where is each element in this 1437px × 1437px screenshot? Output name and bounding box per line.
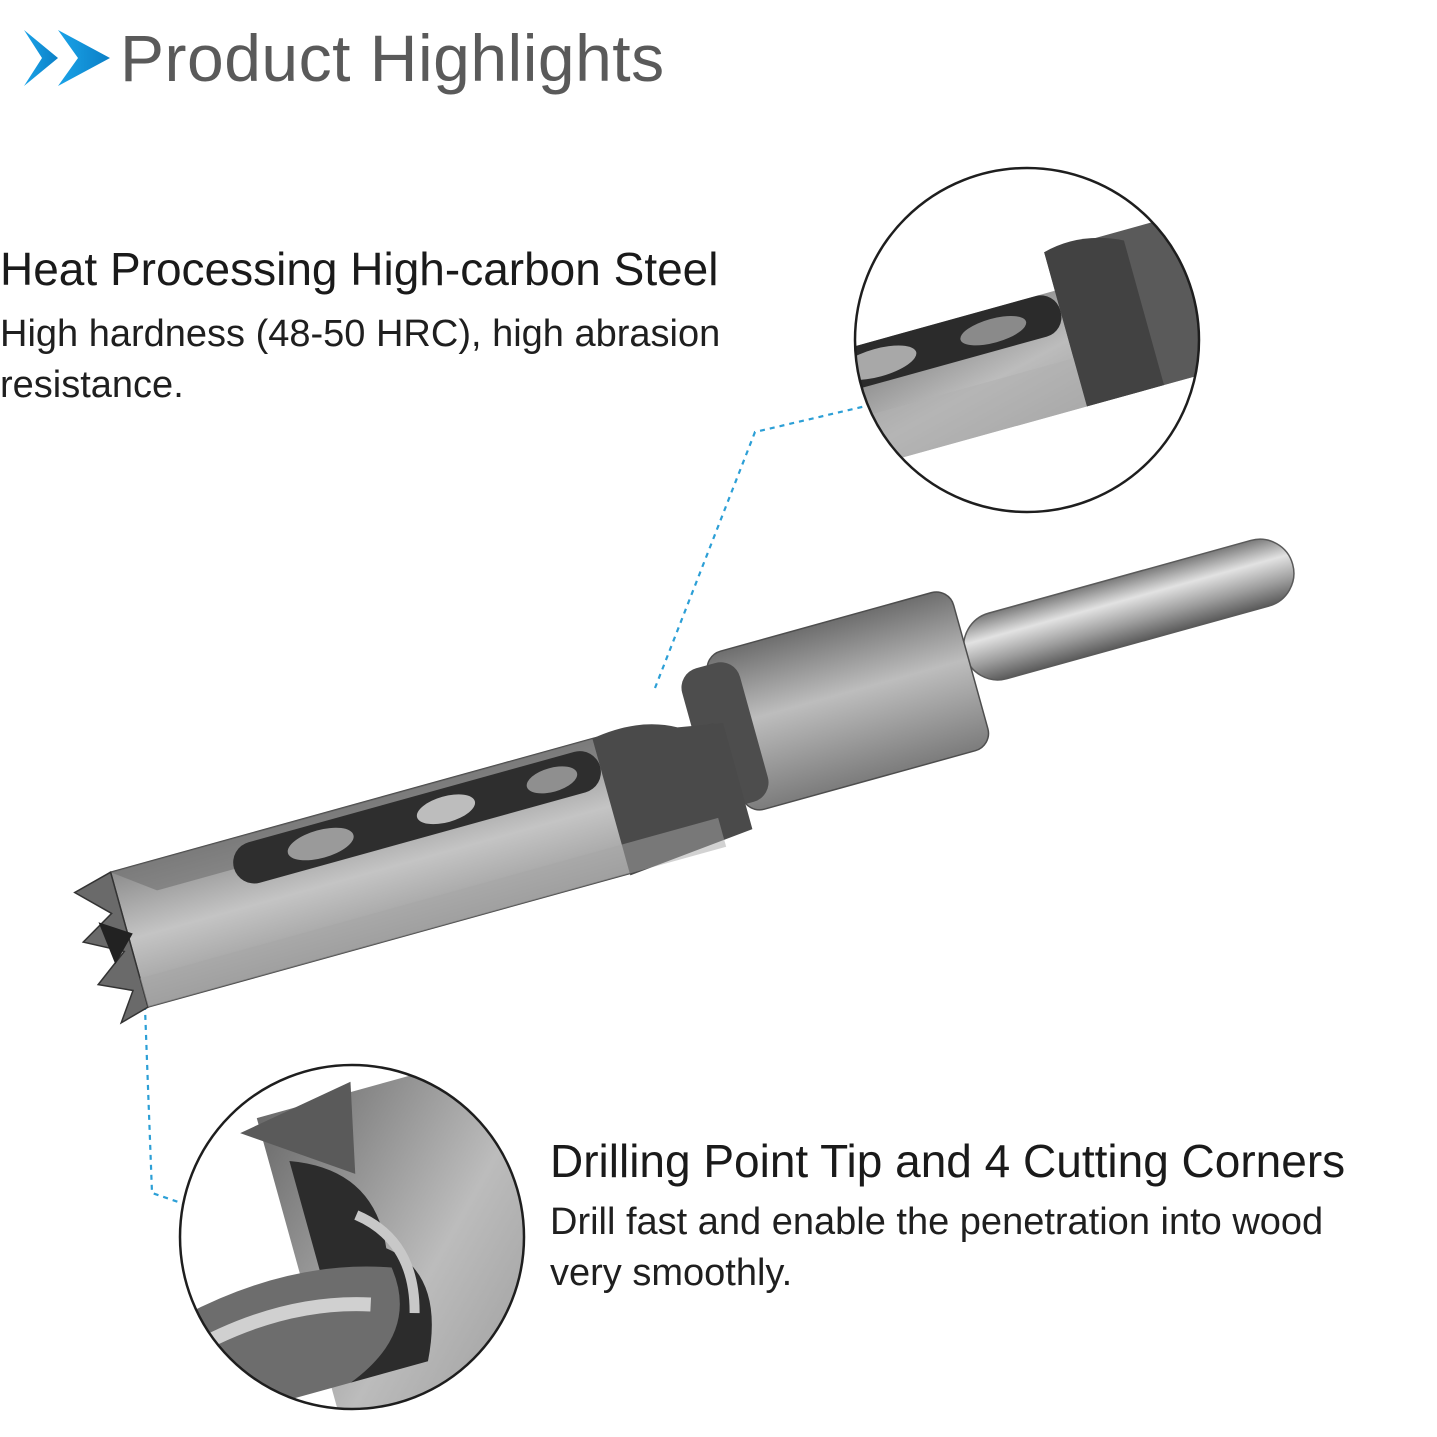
feature-description-line: very smoothly. (550, 1252, 793, 1295)
feature-title: Drilling Point Tip and 4 Cutting Corners (550, 1135, 1346, 1187)
feature-title: Heat Processing High-carbon Steel (0, 243, 719, 295)
leader-line-top (653, 404, 867, 689)
feature-description-line: resistance. (0, 364, 184, 407)
feature-steel: Heat Processing High-carbon Steel High h… (0, 244, 850, 412)
page-title: Product Highlights (120, 21, 665, 95)
feature-tip: Drilling Point Tip and 4 Cutting Corners… (550, 1136, 1437, 1300)
feature-description-line: Drill fast and enable the penetration in… (550, 1200, 1324, 1243)
mortise-chisel-bit (73, 538, 1295, 1025)
feature-description-line: High hardness (48-50 HRC), high abrasion (0, 312, 721, 355)
feature-description: Drill fast and enable the penetration in… (550, 1197, 1437, 1300)
header: Product Highlights (22, 18, 665, 98)
feature-description: High hardness (48-50 HRC), high abrasion… (0, 309, 850, 412)
double-chevron-right-icon (24, 30, 110, 86)
leader-line-bottom (141, 954, 185, 1206)
